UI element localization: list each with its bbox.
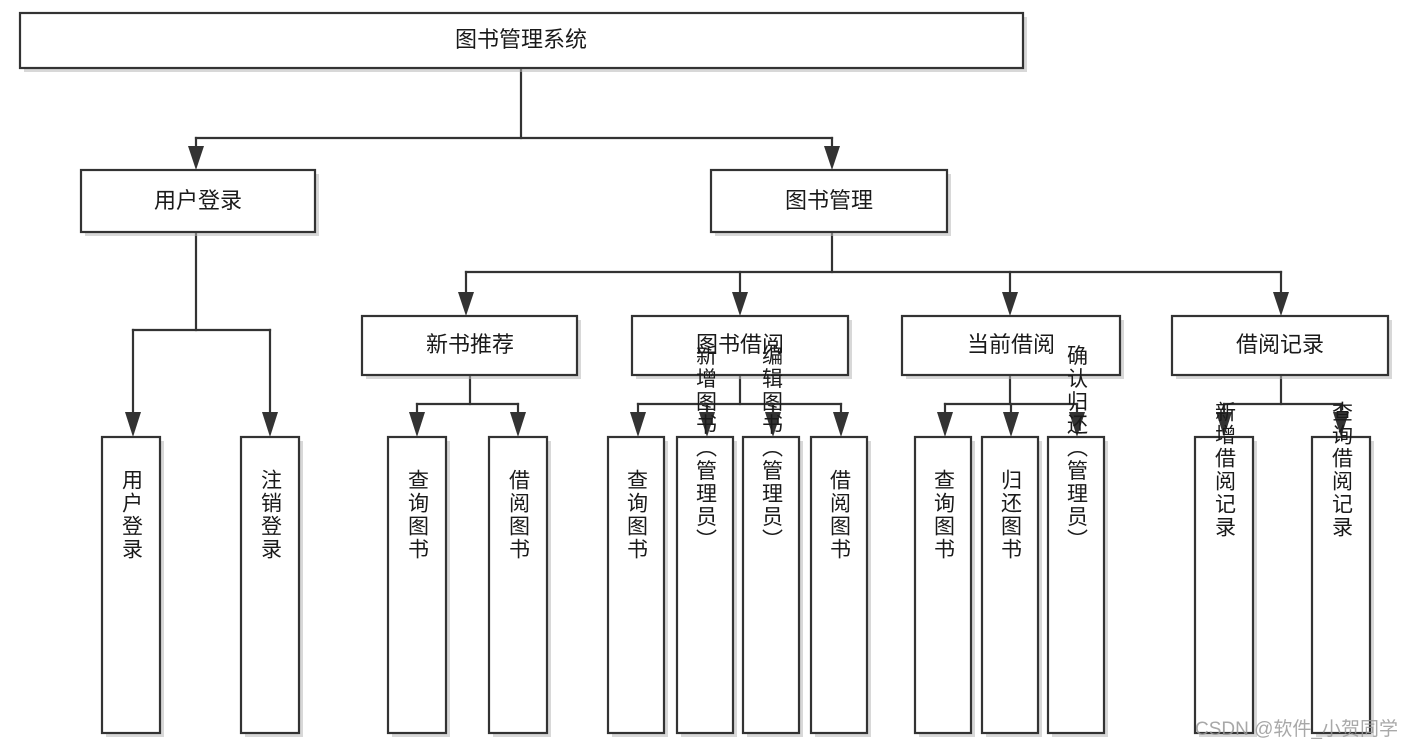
node-leaf-logout-login[interactable]: 注销登录 <box>239 435 303 737</box>
leaf-add-record-label: 新增借阅记录 <box>1213 401 1237 539</box>
arrow-to-leaf-borrow-book-1 <box>510 412 526 437</box>
node-new-book-recommend[interactable]: 新书推荐 <box>360 314 581 379</box>
arrow-to-book-borrow <box>732 292 748 316</box>
node-leaf-add-book[interactable]: 新增图书（管理员） <box>675 345 737 738</box>
leaf-logout-login-box[interactable] <box>239 435 301 735</box>
leaf-query-book-3-box[interactable] <box>913 435 973 735</box>
user-login-box[interactable] <box>79 168 317 234</box>
node-leaf-return-book[interactable]: 归还图书 <box>980 435 1042 737</box>
leaf-add-book-box[interactable] <box>675 435 735 735</box>
leaf-query-book-1-box[interactable] <box>386 435 448 735</box>
leaf-user-login-box[interactable] <box>100 435 162 735</box>
borrow-record-box[interactable] <box>1170 314 1390 377</box>
node-current-borrow[interactable]: 当前借阅 <box>900 314 1124 379</box>
arrow-to-leaf-user-login <box>125 412 141 437</box>
arrow-to-leaf-query-book-2 <box>630 412 646 437</box>
node-leaf-query-record[interactable]: 查询借阅记录 <box>1310 401 1374 737</box>
arrow-to-borrow-record <box>1273 292 1289 316</box>
leaf-borrow-book-1-box[interactable] <box>487 435 549 735</box>
node-book-borrow[interactable]: 图书借阅 <box>630 314 852 379</box>
leaf-query-record-box[interactable] <box>1310 435 1372 735</box>
node-leaf-query-book-3[interactable]: 查询图书 <box>913 435 975 737</box>
leaf-confirm-return-box[interactable] <box>1046 435 1106 735</box>
arrow-to-leaf-borrow-book-2 <box>833 412 849 437</box>
watermark-label: CSDN @软件_小贺同学 <box>1195 718 1398 740</box>
leaf-query-book-2-box[interactable] <box>606 435 666 735</box>
book-borrow-label: 图书借阅 <box>696 332 784 357</box>
arrow-to-new-book-recommend <box>458 292 474 316</box>
leaf-confirm-return-label: 确认归还（管理员） <box>1065 345 1089 552</box>
leaf-query-book-1-label: 查询图书 <box>406 469 430 561</box>
arrow-to-leaf-query-book-1 <box>409 412 425 437</box>
connector-layer <box>125 66 1349 437</box>
arrow-to-leaf-query-record <box>1333 412 1349 437</box>
leaf-return-book-label: 归还图书 <box>999 469 1023 561</box>
node-leaf-confirm-return[interactable]: 确认归还（管理员） <box>1046 345 1108 738</box>
arrow-to-leaf-query-book-3 <box>937 412 953 437</box>
leaf-return-book-box[interactable] <box>980 435 1040 735</box>
new-book-recommend-box[interactable] <box>360 314 579 377</box>
arrow-to-user-login <box>188 146 204 170</box>
borrow-record-label: 借阅记录 <box>1236 332 1324 357</box>
arrow-to-leaf-confirm-return <box>1069 412 1085 437</box>
book-borrow-box[interactable] <box>630 314 850 377</box>
arrow-to-current-borrow <box>1002 292 1018 316</box>
leaf-borrow-book-2-box[interactable] <box>809 435 869 735</box>
leaf-query-book-3-label: 查询图书 <box>932 469 956 561</box>
leaf-user-login-label: 用户登录 <box>120 469 144 561</box>
user-login-label: 用户登录 <box>154 188 242 213</box>
node-borrow-record[interactable]: 借阅记录 <box>1170 314 1392 379</box>
arrow-to-leaf-edit-book <box>765 412 781 437</box>
node-leaf-borrow-book-1[interactable]: 借阅图书 <box>487 435 551 737</box>
node-leaf-add-record[interactable]: 新增借阅记录 <box>1193 401 1257 737</box>
node-root[interactable]: 图书管理系统 <box>18 11 1027 72</box>
leaf-query-book-2-label: 查询图书 <box>625 469 649 561</box>
book-management-box[interactable] <box>709 168 949 234</box>
leaf-logout-login-label: 注销登录 <box>259 469 283 561</box>
node-leaf-edit-book[interactable]: 编辑图书（管理员） <box>741 345 803 738</box>
leaf-borrow-book-2-label: 借阅图书 <box>828 469 852 561</box>
arrow-to-book-management <box>824 146 840 170</box>
arrow-to-leaf-logout-login <box>262 412 278 437</box>
leaf-add-book-label: 新增图书（管理员） <box>694 345 718 552</box>
leaf-edit-book-label: 编辑图书（管理员） <box>760 345 784 552</box>
node-book-management[interactable]: 图书管理 <box>709 168 951 236</box>
node-leaf-query-book-1[interactable]: 查询图书 <box>386 435 450 737</box>
arrow-to-leaf-add-book <box>699 412 715 437</box>
leaf-borrow-book-1-label: 借阅图书 <box>507 469 531 561</box>
arrow-to-leaf-add-record <box>1216 412 1232 437</box>
leaf-query-record-label: 查询借阅记录 <box>1330 401 1354 539</box>
book-management-label: 图书管理 <box>785 188 873 213</box>
node-leaf-query-book-2[interactable]: 查询图书 <box>606 435 668 737</box>
leaf-add-record-box[interactable] <box>1193 435 1255 735</box>
current-borrow-label: 当前借阅 <box>967 332 1055 357</box>
leaf-edit-book-box[interactable] <box>741 435 801 735</box>
node-leaf-user-login[interactable]: 用户登录 <box>100 435 164 737</box>
current-borrow-box[interactable] <box>900 314 1122 377</box>
node-leaf-borrow-book-2[interactable]: 借阅图书 <box>809 435 871 737</box>
new-book-recommend-label: 新书推荐 <box>426 332 514 357</box>
root-box[interactable] <box>18 11 1025 70</box>
root-label: 图书管理系统 <box>455 27 587 52</box>
node-user-login[interactable]: 用户登录 <box>79 168 319 236</box>
arrow-to-leaf-return-book <box>1003 412 1019 437</box>
